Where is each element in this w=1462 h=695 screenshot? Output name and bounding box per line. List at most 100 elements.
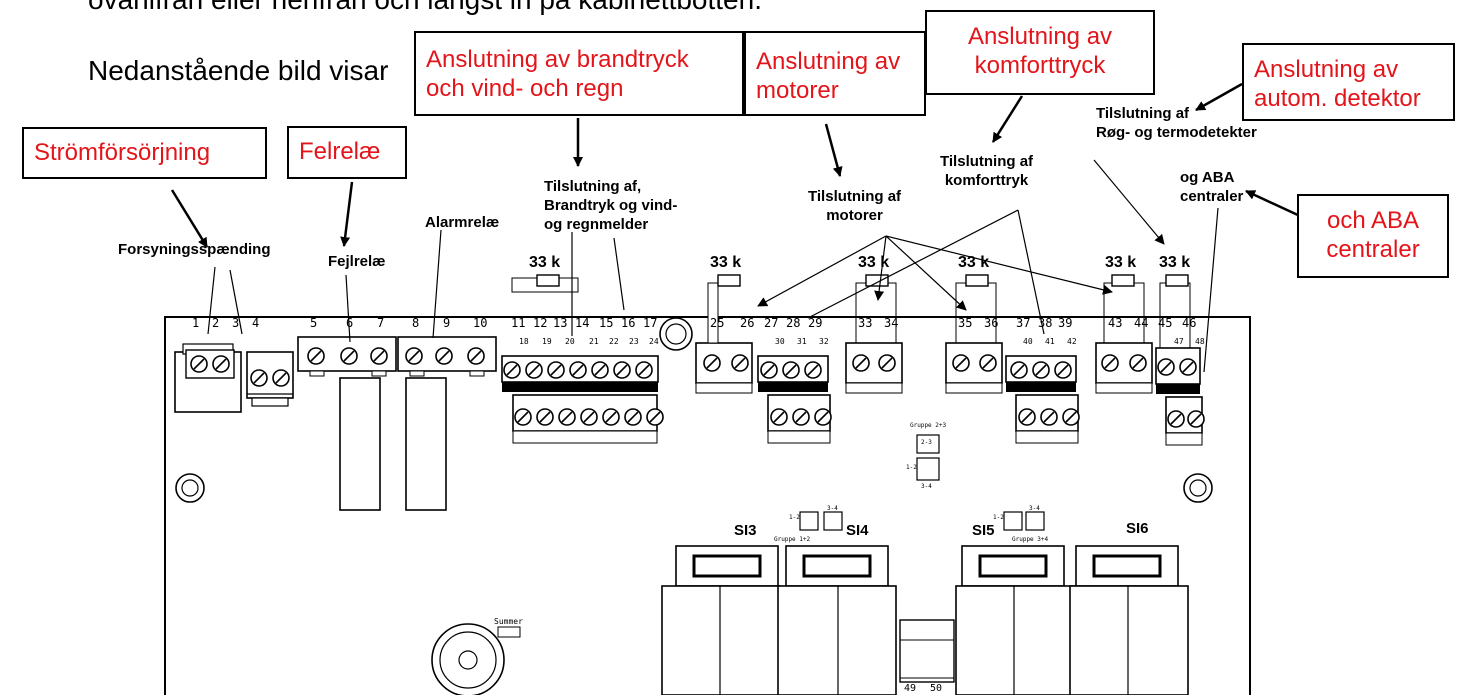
- resistor-label: 33 k: [529, 254, 561, 271]
- resistor-label: 33 k: [710, 254, 742, 271]
- callout-stromforsorjning: Strömförsörjning: [22, 127, 267, 179]
- label-si3: SI3: [734, 522, 757, 539]
- resistor-label: 33 k: [1159, 254, 1191, 271]
- screw-head: [307, 347, 325, 365]
- screw-head: [1167, 410, 1185, 428]
- terminal-number-33: 33: [858, 316, 873, 330]
- terminal-number-6: 6: [346, 316, 354, 330]
- screw-head: [1179, 358, 1197, 376]
- callout-komforttryck: Anslutning av komforttryck: [925, 10, 1155, 95]
- screw-head: [731, 354, 749, 372]
- label-summer: Summer: [494, 617, 523, 626]
- screw-head: [1010, 361, 1028, 379]
- label-si5: SI5: [972, 522, 995, 539]
- document-line-intro: Nedanstående bild visar: [88, 55, 389, 86]
- terminal-number-27: 27: [764, 316, 779, 330]
- terminal-number-26: 26: [740, 316, 755, 330]
- screw-head: [1040, 408, 1058, 426]
- screw-head: [952, 354, 970, 372]
- label-motorer: Tilslutning af motorer: [808, 188, 902, 224]
- screw-head: [514, 408, 532, 426]
- screw-head: [703, 354, 721, 372]
- screw-terminals: [190, 347, 1205, 428]
- callout-aba: och ABA centraler: [1297, 194, 1449, 278]
- terminal-number-10: 10: [473, 316, 488, 330]
- jumpers: [497, 434, 1045, 638]
- terminal-subnumber-31: 31: [797, 337, 807, 346]
- screw-head: [814, 408, 832, 426]
- leader-lines: [170, 82, 1301, 373]
- resistor-label: 33 k: [958, 254, 990, 271]
- buzzer: [431, 623, 505, 695]
- label-gruppe-34: Gruppe 3+4: [1012, 536, 1049, 543]
- screw-head: [613, 361, 631, 379]
- label-brandtryk: Tilslutning af, Brandtryk og vind- og re…: [544, 178, 678, 233]
- callout-felrelae: Felrelæ: [287, 126, 407, 179]
- callout-autom-detektor: Anslutning av autom. detektor: [1242, 43, 1455, 121]
- power-connector: [174, 343, 242, 413]
- relay-terminal-blocks: [297, 336, 497, 511]
- terminal-number-45: 45: [1158, 316, 1173, 330]
- resistor-label: 33 k: [1105, 254, 1137, 271]
- screw-head: [190, 355, 208, 373]
- screw-head: [536, 408, 554, 426]
- terminal-number-25: 25: [710, 316, 725, 330]
- screw-head: [602, 408, 620, 426]
- screw-head: [467, 347, 485, 365]
- terminal-subnumber-32: 32: [819, 337, 829, 346]
- callout-motorer: Anslutning av motorer: [744, 31, 926, 116]
- label-gruppe-23: Gruppe 2+3: [910, 422, 947, 429]
- screw-head: [635, 361, 653, 379]
- terminal-number-17: 17: [643, 316, 658, 330]
- relay-housings: [661, 545, 1189, 695]
- screw-head: [340, 347, 358, 365]
- terminal-number-28: 28: [786, 316, 801, 330]
- screw-head: [1018, 408, 1036, 426]
- jumper-mark: 1-2: [906, 464, 917, 471]
- terminal-subnumber-21: 21: [589, 337, 599, 346]
- screw-head: [370, 347, 388, 365]
- screw-head: [792, 408, 810, 426]
- screw-head: [212, 355, 230, 373]
- terminal-subnumber-42: 42: [1067, 337, 1077, 346]
- jumper-mark: 2-3: [921, 439, 932, 446]
- screw-head: [435, 347, 453, 365]
- terminal-number-49: 49: [904, 683, 917, 694]
- terminal-number-4: 4: [252, 316, 260, 330]
- label-si4: SI4: [846, 522, 869, 539]
- screw-head: [580, 408, 598, 426]
- jumper-mark: 3-4: [1029, 505, 1040, 512]
- terminal-number-14: 14: [575, 316, 590, 330]
- screw-head: [1187, 410, 1205, 428]
- label-komforttryk: Tilslutning af komforttryk: [940, 153, 1034, 189]
- label-forsyning: Forsyningsspænding: [118, 241, 271, 258]
- label-si6: SI6: [1126, 520, 1149, 537]
- screw-head: [503, 361, 521, 379]
- terminal-subnumber-22: 22: [609, 337, 619, 346]
- terminal-number-5: 5: [310, 316, 318, 330]
- screw-head: [1054, 361, 1072, 379]
- terminal-number-35: 35: [958, 316, 973, 330]
- terminal-number-13: 13: [553, 316, 568, 330]
- terminal-subnumber-47: 47: [1174, 337, 1184, 346]
- terminal-number-16: 16: [621, 316, 636, 330]
- resistors: [511, 274, 1189, 293]
- terminal-number-1: 1: [192, 316, 200, 330]
- terminal-subnumber-24: 24: [649, 337, 659, 346]
- terminal-number-29: 29: [808, 316, 823, 330]
- label-fejlrelae: Fejlrelæ: [328, 253, 386, 270]
- screw-head: [624, 408, 642, 426]
- label-detekter: Tilslutning af Røg- og termodetekter: [1096, 105, 1257, 141]
- terminal-number-50: 50: [930, 683, 943, 694]
- label-alarmrelae: Alarmrelæ: [425, 214, 500, 231]
- screw-head: [272, 369, 290, 387]
- screw-head: [878, 354, 896, 372]
- terminal-subnumber-41: 41: [1045, 337, 1055, 346]
- terminal-number-39: 39: [1058, 316, 1073, 330]
- jumper-mark: 3-4: [827, 505, 838, 512]
- screw-head: [770, 408, 788, 426]
- screw-head: [979, 354, 997, 372]
- callout-brandtryck: Anslutning av brandtryck och vind- och r…: [414, 31, 744, 116]
- terminal-number-9: 9: [443, 316, 451, 330]
